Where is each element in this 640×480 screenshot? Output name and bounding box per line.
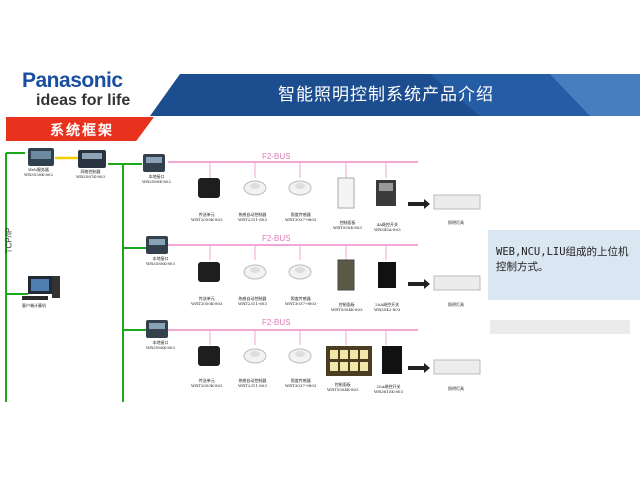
device-label-text: WRT3037-9803 <box>285 301 317 306</box>
device-label-text: WR3580K-803 <box>146 261 175 266</box>
device-label-text: 照度传感器 <box>290 296 311 301</box>
device-label-text: WRT2311-803 <box>238 301 267 306</box>
device-label-text: WRT5504K-803 <box>327 387 359 392</box>
load-label: 照明灯具 <box>448 220 464 225</box>
device-label-text: 20A继控开关 <box>375 302 400 307</box>
device-label-text: 传送单元 <box>198 296 215 301</box>
device-label-text: 4A继控开关 <box>376 222 399 227</box>
device-label-text: WR345A-803 <box>374 227 401 232</box>
device-label-text: 网络控制器 <box>80 169 101 174</box>
device-label-text: 照度传感器 <box>290 212 311 217</box>
network-label: TCP/IP <box>4 227 14 254</box>
device-label-text: 热感自动控制器 <box>238 296 267 301</box>
device-label-text: WRT5504-803 <box>333 225 362 230</box>
device-label-text: WRT2050K-803 <box>191 217 223 222</box>
device-label-text: WRT5504K-803 <box>331 307 363 312</box>
device-label-text: WRT2311-803 <box>238 217 267 222</box>
device-label-text: 照度传感器 <box>290 378 311 383</box>
device-label-text: WR3580K-802 <box>142 179 171 184</box>
device-label-text: WR3615K-803 <box>374 389 403 394</box>
device-label-text: 传送单元 <box>198 212 215 217</box>
device-label-text: WRT3037-9803 <box>285 217 317 222</box>
device-label-text: 热感自动控制器 <box>238 378 267 383</box>
device-label-text: WR3587K-803 <box>76 174 105 179</box>
device-label-text: WRT2050K-803 <box>191 383 223 388</box>
device-label-text: 本地接口 <box>152 256 169 261</box>
brand-tagline: ideas for life <box>36 92 131 109</box>
note-text: WEB,NCU,LIU组成的上位机控制方式。 <box>496 246 629 273</box>
section-title: 系统框架 <box>50 123 114 139</box>
device-label-text: WR3542-803 <box>374 307 401 312</box>
bus-label: F2-BUS <box>262 234 291 243</box>
device-label-text: Web服务器 <box>28 167 49 172</box>
device-label-text: WR3580K-803 <box>146 345 175 350</box>
device-label-text: 20A继控开关 <box>376 384 401 389</box>
device-label-text: 热感自动控制器 <box>238 212 267 217</box>
device-label-text: 控制面板 <box>339 220 356 225</box>
device-label-text: 控制面板 <box>334 382 351 387</box>
device-label-text: 本地接口 <box>152 340 169 345</box>
section-tag <box>6 117 154 141</box>
device-label-text: WRT2050K-803 <box>191 301 223 306</box>
brand-name: Panasonic <box>22 69 123 92</box>
load-label: 照明灯具 <box>448 386 464 391</box>
device-label-text: 传送单元 <box>198 378 215 383</box>
device-label-text: 本地接口 <box>148 174 165 179</box>
note-box <box>488 230 640 300</box>
note-ghost <box>490 320 630 334</box>
client-label: 客户端计算机 <box>22 303 46 308</box>
system-diagram <box>5 148 481 402</box>
bus-label: F2-BUS <box>262 152 291 161</box>
page-title: 智能照明控制系统产品介绍 <box>278 85 494 105</box>
title-bar <box>150 74 640 116</box>
device-label-text: WR3530K-802 <box>24 172 53 177</box>
device-label-text: WRT3037-9803 <box>285 383 317 388</box>
load-label: 照明灯具 <box>448 302 464 307</box>
bus-label: F2-BUS <box>262 318 291 327</box>
device-label-text: WRT2311-803 <box>238 383 267 388</box>
device-label-text: 控制面板 <box>338 302 355 307</box>
brand-logo: Panasonic ideas for life <box>22 70 130 110</box>
